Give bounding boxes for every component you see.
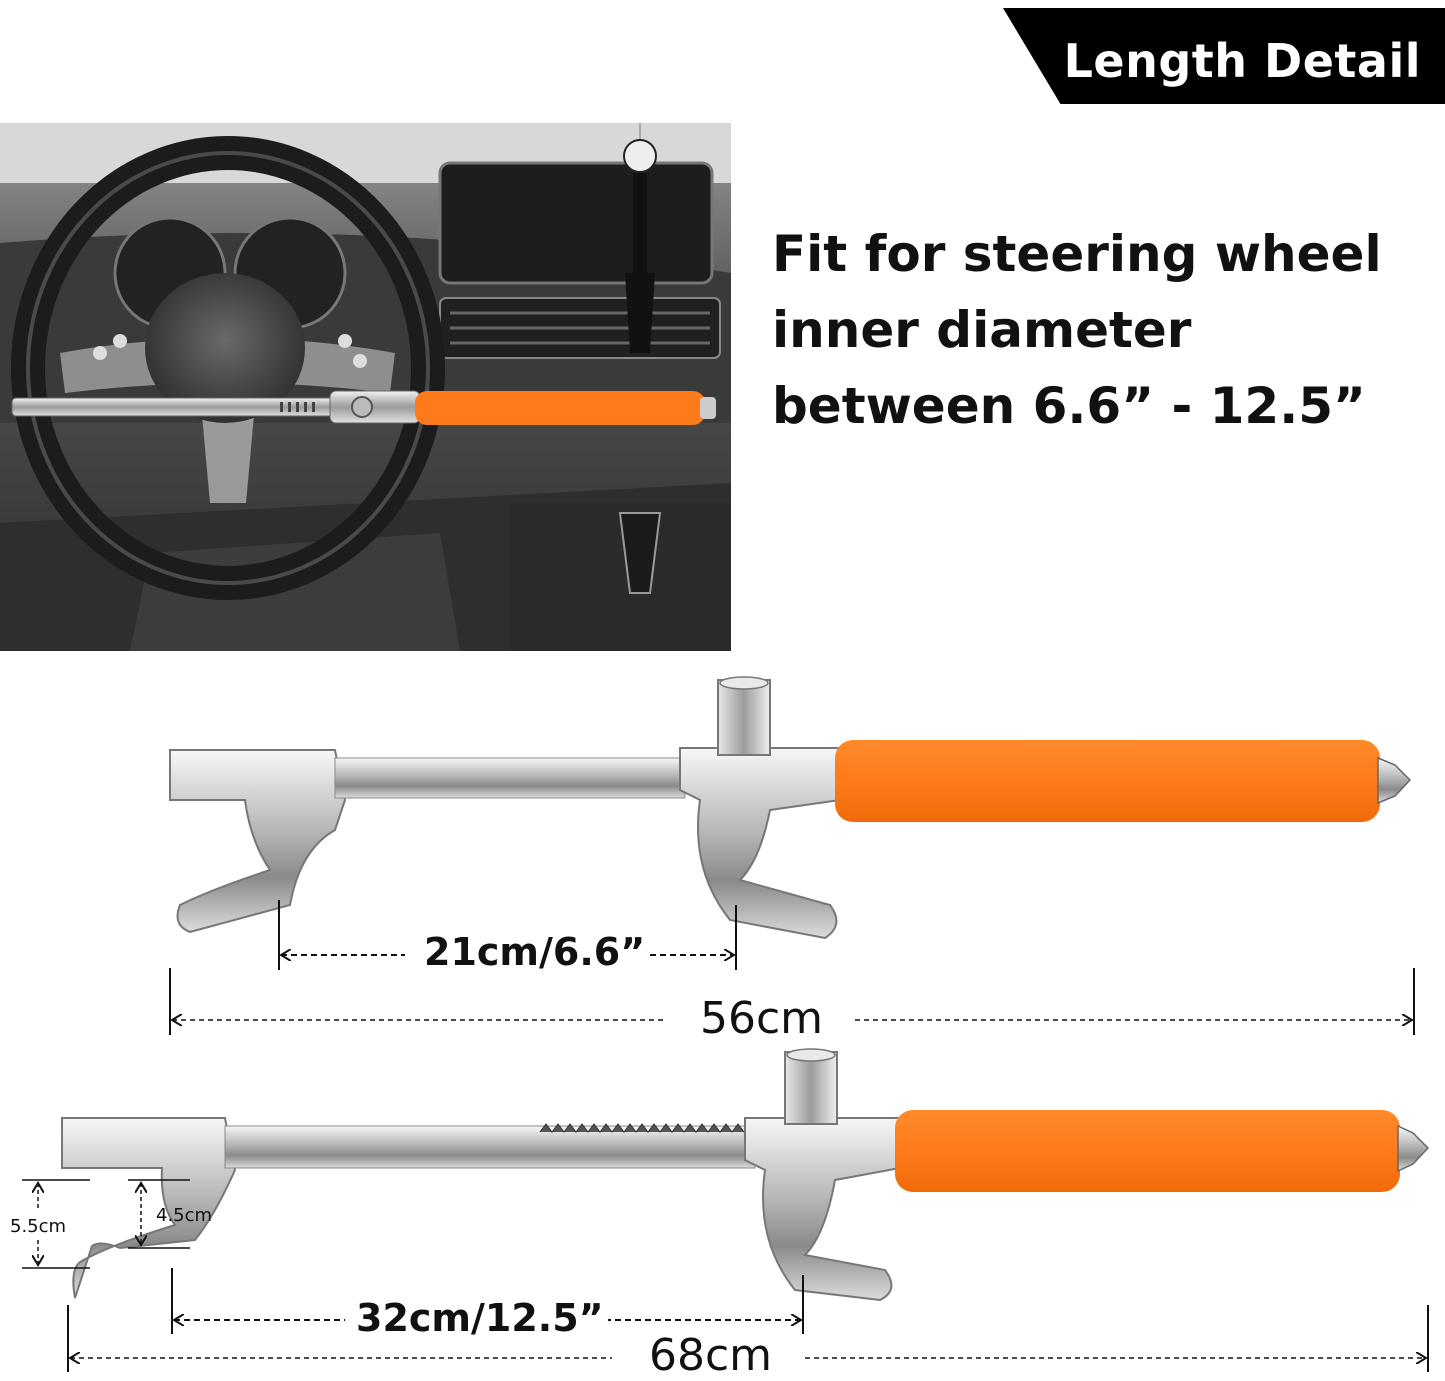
- banner-title: Length Detail: [1063, 34, 1421, 88]
- hook-inner-label: 4.5cm: [156, 1205, 213, 1226]
- ext-total-length-label: 68cm: [645, 1334, 777, 1378]
- title-banner: Length Detail: [1003, 8, 1445, 104]
- short-total-length-label: 56cm: [696, 993, 828, 1044]
- fit-description: Fit for steering wheel inner diameter be…: [772, 216, 1432, 444]
- steering-wheel-photo-illustration: [0, 123, 731, 651]
- fit-description-line-2: inner diameter: [772, 301, 1192, 359]
- hook-outer-label: 5.5cm: [8, 1216, 69, 1237]
- ext-inner-span-label: 32cm/12.5”: [352, 1296, 608, 1340]
- fit-description-line-3: between 6.6” - 12.5”: [772, 377, 1366, 435]
- short-inner-span-label: 21cm/6.6”: [420, 930, 650, 974]
- car-interior-photo: [0, 123, 731, 651]
- lock-extended: [61, 1048, 1430, 1302]
- fit-description-line-1: Fit for steering wheel: [772, 225, 1382, 283]
- lock-short: [169, 676, 1412, 940]
